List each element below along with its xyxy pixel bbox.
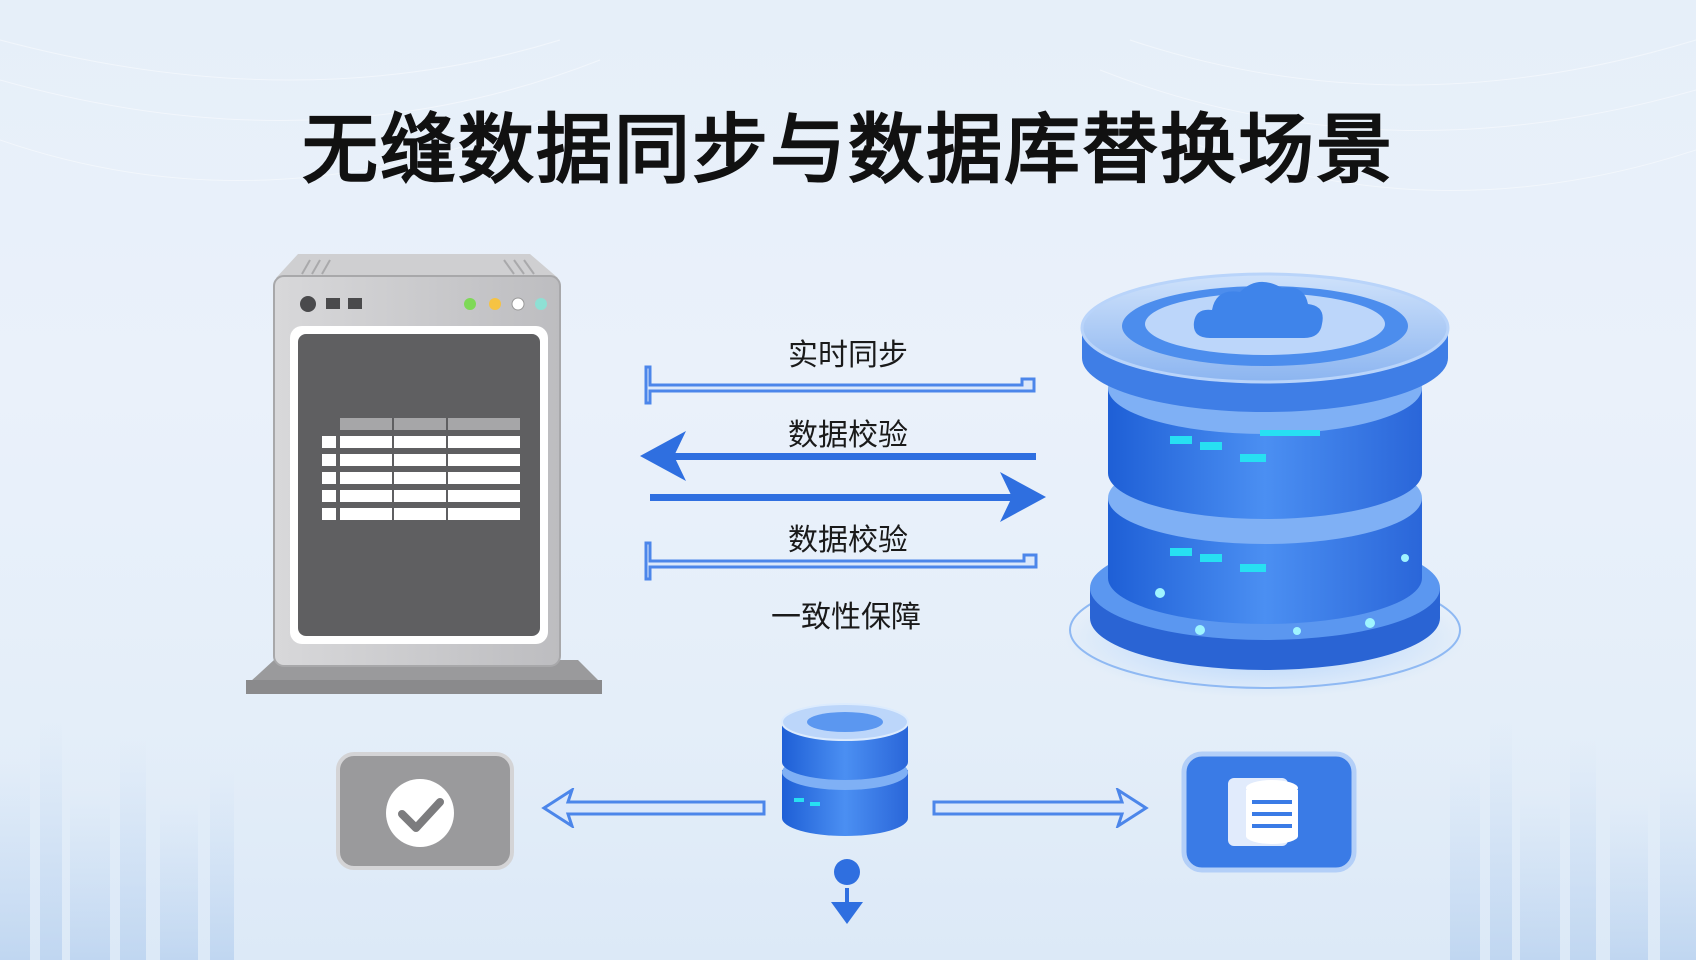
label-data-verify-1: 数据校验 [788, 418, 908, 453]
cloud-database-icon [1065, 272, 1465, 698]
label-data-verify-2: 数据校验 [788, 523, 908, 558]
consistency-arrow [644, 541, 1038, 581]
check-icon [336, 752, 514, 870]
down-arrow-icon [831, 859, 863, 924]
verify-left-arrow [640, 431, 1036, 481]
label-realtime-sync: 实时同步 [788, 338, 908, 373]
sync-arrows [640, 365, 1046, 581]
realtime-sync-arrow [644, 365, 1036, 405]
page-title: 无缝数据同步与数据库替换场景 [302, 105, 1394, 194]
verify-right-arrow [650, 472, 1046, 522]
label-consistency: 一致性保障 [771, 600, 921, 635]
bottom-right-arrow [932, 788, 1149, 828]
database-document-icon [1181, 751, 1357, 873]
bottom-left-arrow [541, 788, 766, 828]
database-icon [781, 703, 909, 836]
server-icon [246, 254, 602, 694]
